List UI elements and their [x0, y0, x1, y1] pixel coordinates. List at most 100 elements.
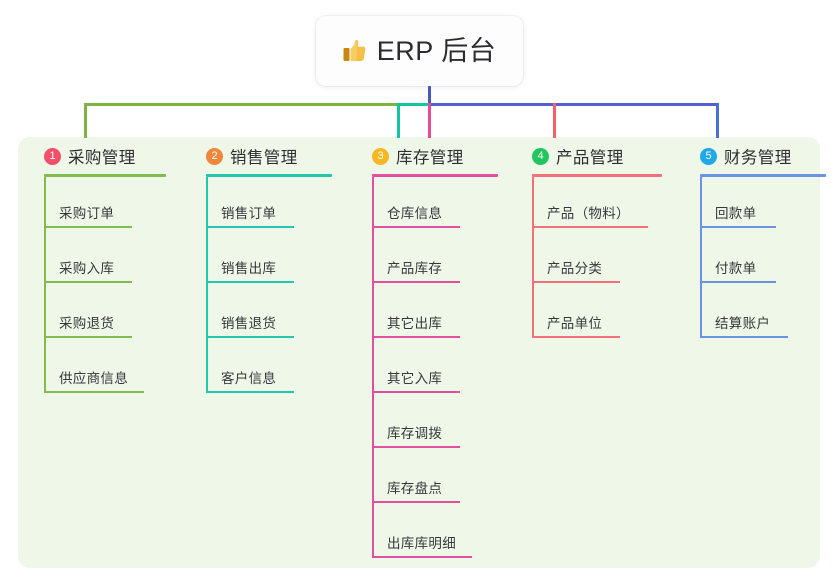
branch-item-label: 产品单位: [547, 316, 603, 331]
branch-header-rule: [700, 174, 826, 177]
branch-item-rule: [206, 226, 294, 228]
diagram-panel-background: [18, 137, 820, 568]
branch-item-rule: [206, 391, 294, 393]
branch-item-rule: [700, 226, 776, 228]
branch-item[interactable]: 产品分类: [512, 232, 692, 287]
branch-item-rule: [44, 281, 132, 283]
branch-item-rule: [44, 336, 132, 338]
branch-title: 产品管理: [556, 149, 624, 167]
branch-header-1[interactable]: 1 采购管理: [24, 143, 199, 169]
branch-item[interactable]: 结算账户: [680, 287, 839, 342]
branch-item-rule: [206, 336, 294, 338]
branch-item[interactable]: 出库库明细: [352, 507, 517, 562]
branch-spine: [372, 177, 374, 556]
branch-title: 库存管理: [396, 149, 464, 167]
branch-item-rule: [44, 391, 144, 393]
branch-item[interactable]: 销售退货: [186, 287, 356, 342]
branch-item-rule: [532, 336, 620, 338]
branch-title: 财务管理: [724, 149, 792, 167]
branch-header-rule: [372, 174, 498, 177]
branch-item[interactable]: 产品（物料）: [512, 177, 692, 232]
branch-item-label: 库存盘点: [387, 481, 443, 496]
connector-drop-4: [553, 103, 556, 138]
branch-item-rule: [372, 281, 460, 283]
branch-number-badge: 2: [206, 147, 223, 165]
branch-items: 采购订单采购入库采购退货供应商信息: [24, 177, 199, 397]
branch-item-rule: [206, 281, 294, 283]
branch-item[interactable]: 其它出库: [352, 287, 517, 342]
branch-item-label: 销售出库: [221, 261, 277, 276]
branch-item-rule: [532, 226, 648, 228]
root-node-content: ERP 后台: [343, 35, 497, 66]
root-node-card[interactable]: ERP 后台: [316, 16, 523, 86]
branch-item-label: 产品分类: [547, 261, 603, 276]
branch-item[interactable]: 采购退货: [24, 287, 199, 342]
branch-item[interactable]: 供应商信息: [24, 342, 199, 397]
branch-spine: [532, 177, 534, 336]
branch-item-rule: [700, 281, 776, 283]
branch-item-label: 产品库存: [387, 261, 443, 276]
branch-item[interactable]: 库存调拨: [352, 397, 517, 452]
branch-header-rule: [44, 174, 166, 177]
branch-item-rule: [372, 446, 460, 448]
branch-item[interactable]: 采购订单: [24, 177, 199, 232]
branch-spine: [206, 177, 208, 391]
branch-item-label: 回款单: [715, 206, 757, 221]
branch-header-rule: [532, 174, 662, 177]
branch-items: 产品（物料） 产品分类产品单位: [512, 177, 692, 342]
branch-item-label: 供应商信息: [59, 371, 128, 386]
branch-item[interactable]: 其它入库: [352, 342, 517, 397]
branch-item-label: 客户信息: [221, 371, 277, 386]
branch-item-label: 结算账户: [715, 316, 771, 331]
branch-item-label: 销售退货: [221, 316, 277, 331]
thumbs-up-icon: [343, 39, 366, 63]
branch-item[interactable]: 销售出库: [186, 232, 356, 287]
branch-column-1: 1 采购管理采购订单采购入库采购退货供应商信息: [24, 143, 199, 397]
connector-bar-purple: [428, 103, 719, 106]
branch-item-label: 其它入库: [387, 371, 443, 386]
branch-item-label: 产品（物料）: [547, 206, 630, 221]
branch-number-badge: 3: [372, 147, 389, 165]
branch-item-rule: [700, 336, 788, 338]
branch-item-label: 销售订单: [221, 206, 277, 221]
branch-header-5[interactable]: 5 财务管理: [680, 143, 839, 169]
branch-item-rule: [372, 556, 472, 558]
branch-number-badge: 5: [700, 147, 717, 165]
branch-spine: [44, 177, 46, 391]
branch-number-badge: 1: [44, 147, 61, 165]
branch-column-3: 3 库存管理仓库信息产品库存其它出库其它入库库存调拨库存盘点出库库明细: [352, 143, 517, 562]
branch-item[interactable]: 付款单: [680, 232, 839, 287]
connector-drop-2: [397, 103, 400, 138]
branch-item-rule: [532, 281, 620, 283]
branch-item[interactable]: 产品单位: [512, 287, 692, 342]
branch-item[interactable]: 销售订单: [186, 177, 356, 232]
branch-item[interactable]: 仓库信息: [352, 177, 517, 232]
branch-item-rule: [44, 226, 132, 228]
connector-drop-1: [84, 103, 87, 138]
branch-title: 销售管理: [230, 149, 298, 167]
branch-item-rule: [372, 226, 460, 228]
branch-item[interactable]: 回款单: [680, 177, 839, 232]
branch-item-rule: [372, 391, 460, 393]
branch-header-3[interactable]: 3 库存管理: [352, 143, 517, 169]
branch-item[interactable]: 库存盘点: [352, 452, 517, 507]
connector-drop-3: [428, 103, 431, 138]
branch-item-label: 采购订单: [59, 206, 115, 221]
branch-column-2: 2 销售管理销售订单销售出库销售退货客户信息: [186, 143, 356, 397]
branch-item-label: 采购入库: [59, 261, 115, 276]
branch-item-rule: [372, 501, 460, 503]
branch-item-label: 付款单: [715, 261, 757, 276]
branch-header-2[interactable]: 2 销售管理: [186, 143, 356, 169]
branch-item-rule: [372, 336, 460, 338]
branch-item-label: 库存调拨: [387, 426, 443, 441]
branch-items: 销售订单销售出库销售退货客户信息: [186, 177, 356, 397]
branch-spine: [700, 177, 702, 336]
branch-item[interactable]: 采购入库: [24, 232, 199, 287]
branch-item[interactable]: 客户信息: [186, 342, 356, 397]
root-node-title: ERP 后台: [376, 35, 497, 66]
branch-title: 采购管理: [68, 149, 136, 167]
branch-item[interactable]: 产品库存: [352, 232, 517, 287]
